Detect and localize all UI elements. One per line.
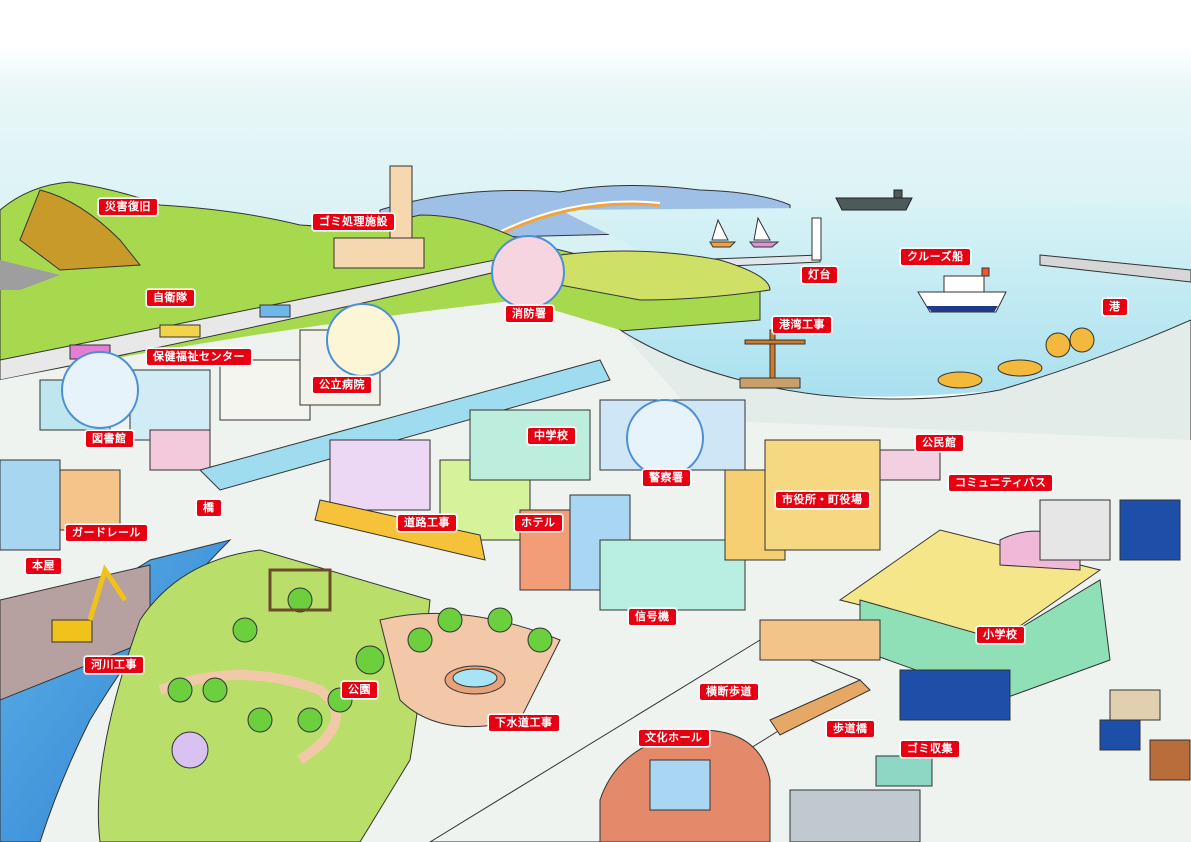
label-port[interactable]: 港: [1102, 298, 1128, 316]
label-junior-high-school[interactable]: 中学校: [527, 427, 576, 445]
label-waste-facility[interactable]: ゴミ処理施設: [312, 213, 395, 231]
building-bottom: [789, 789, 921, 842]
pier: [1039, 254, 1191, 283]
vignette-library: [61, 351, 139, 429]
label-harbor-construction[interactable]: 港湾工事: [772, 316, 832, 334]
label-bridge[interactable]: 橋: [196, 499, 222, 517]
label-cruise-ship[interactable]: クルーズ船: [900, 248, 971, 266]
label-public-hospital[interactable]: 公立病院: [312, 376, 372, 394]
label-police-station[interactable]: 警察署: [642, 469, 691, 487]
label-traffic-signal[interactable]: 信号機: [628, 608, 677, 626]
label-river-construction[interactable]: 河川工事: [84, 656, 144, 674]
shops-row: [759, 619, 1011, 721]
label-bookstore[interactable]: 本屋: [25, 557, 62, 575]
flower-bed: [171, 731, 209, 769]
houses-right: [1039, 499, 1191, 781]
highway-trucks: [69, 304, 291, 360]
label-library[interactable]: 図書館: [85, 430, 134, 448]
label-crosswalk[interactable]: 横断歩道: [699, 683, 759, 701]
cruise-ship: [917, 267, 1007, 313]
label-pedestrian-bridge[interactable]: 歩道橋: [826, 720, 875, 738]
crane: [739, 329, 806, 389]
label-road-construction[interactable]: 道路工事: [397, 514, 457, 532]
oil-tanks: [937, 327, 1095, 389]
label-disaster-recovery[interactable]: 災害復旧: [98, 198, 158, 216]
label-community-center[interactable]: 公民館: [915, 434, 964, 452]
vignette-hospital: [326, 303, 400, 377]
lighthouse: [811, 217, 822, 261]
sailboats: [709, 216, 780, 248]
label-city-hall[interactable]: 市役所・町役場: [775, 491, 870, 509]
label-fire-station[interactable]: 消防署: [505, 305, 554, 323]
vignette-fire-station: [491, 235, 565, 309]
label-garbage-collection[interactable]: ゴミ収集: [900, 740, 960, 758]
garbage-truck: [875, 755, 933, 787]
label-elementary-school[interactable]: 小学校: [976, 626, 1025, 644]
park-trees: [167, 587, 553, 733]
cargo-ship: [835, 189, 913, 211]
sea: [560, 205, 1191, 397]
excavator: [51, 564, 128, 643]
label-community-bus[interactable]: コミュニティバス: [948, 474, 1054, 492]
terraced-fields: [559, 250, 771, 301]
pedestrian-bridge-structure: [769, 679, 871, 736]
label-hotel[interactable]: ホテル: [514, 514, 563, 532]
fountain: [444, 665, 506, 695]
label-cultural-hall[interactable]: 文化ホール: [638, 729, 710, 747]
playground: [268, 568, 332, 612]
label-sewer-construction[interactable]: 下水道工事: [488, 714, 560, 732]
park-path: [158, 670, 341, 765]
label-health-welfare-center[interactable]: 保健福祉センター: [146, 348, 252, 366]
label-self-defense-force[interactable]: 自衛隊: [146, 289, 195, 307]
canal: [199, 359, 611, 491]
label-park[interactable]: 公園: [341, 681, 378, 699]
waste-facility-building: [333, 165, 425, 269]
landslide: [19, 189, 141, 271]
label-guardrail[interactable]: ガードレール: [65, 524, 148, 542]
label-lighthouse[interactable]: 灯台: [801, 266, 838, 284]
vignette-police: [626, 399, 704, 477]
